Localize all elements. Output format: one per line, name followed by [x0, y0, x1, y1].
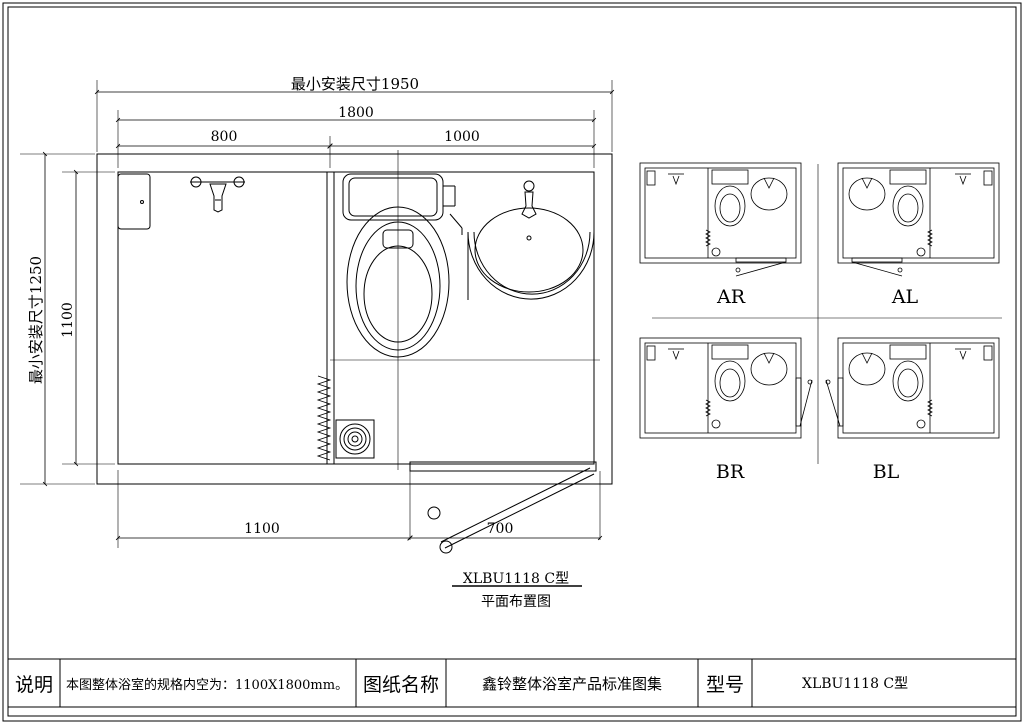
variant-br — [639, 337, 813, 439]
dim-min-depth: 最小安装尺寸1250 — [27, 256, 45, 384]
dim-depth: 1100 — [60, 302, 76, 338]
shower-faucet — [190, 176, 245, 213]
variant-label-ar: AR — [716, 286, 746, 308]
variant-label-bl: BL — [873, 461, 900, 483]
dim-left-width: 800 — [211, 129, 238, 145]
drawing-name-label: 图纸名称 — [362, 673, 439, 696]
floor-drain — [335, 419, 375, 459]
model-code: XLBU1118 C型 — [463, 571, 569, 587]
variant-bl — [825, 337, 1000, 439]
dim-total-width: 1800 — [338, 105, 374, 121]
dim-min-width: 最小安装尺寸1950 — [291, 75, 419, 93]
drawing-name: 鑫铃整体浴室产品标准图集 — [481, 674, 662, 693]
note-text: 本图整体浴室的规格内空为：1100X1800mm。 — [66, 677, 349, 693]
model-value: XLBU1118 C型 — [802, 676, 909, 692]
inner-border — [7, 6, 1017, 717]
washbasin — [467, 180, 595, 300]
variant-al — [837, 162, 1000, 277]
variant-layouts — [639, 162, 1002, 464]
variant-label-br: BR — [716, 461, 745, 483]
note-label: 说明 — [14, 673, 53, 696]
variant-label-al: AL — [891, 286, 919, 308]
plan-title: 平面布置图 — [481, 594, 551, 610]
model-label: 型号 — [705, 673, 744, 696]
toilet — [342, 173, 463, 358]
dim-bottom-left: 1100 — [244, 521, 280, 537]
main-plan — [20, 80, 615, 587]
dim-door: 700 — [487, 521, 514, 537]
sliding-door — [409, 461, 601, 554]
title-block-frame — [7, 658, 1017, 708]
variant-ar — [639, 162, 802, 277]
dim-right-width: 1000 — [444, 129, 480, 145]
